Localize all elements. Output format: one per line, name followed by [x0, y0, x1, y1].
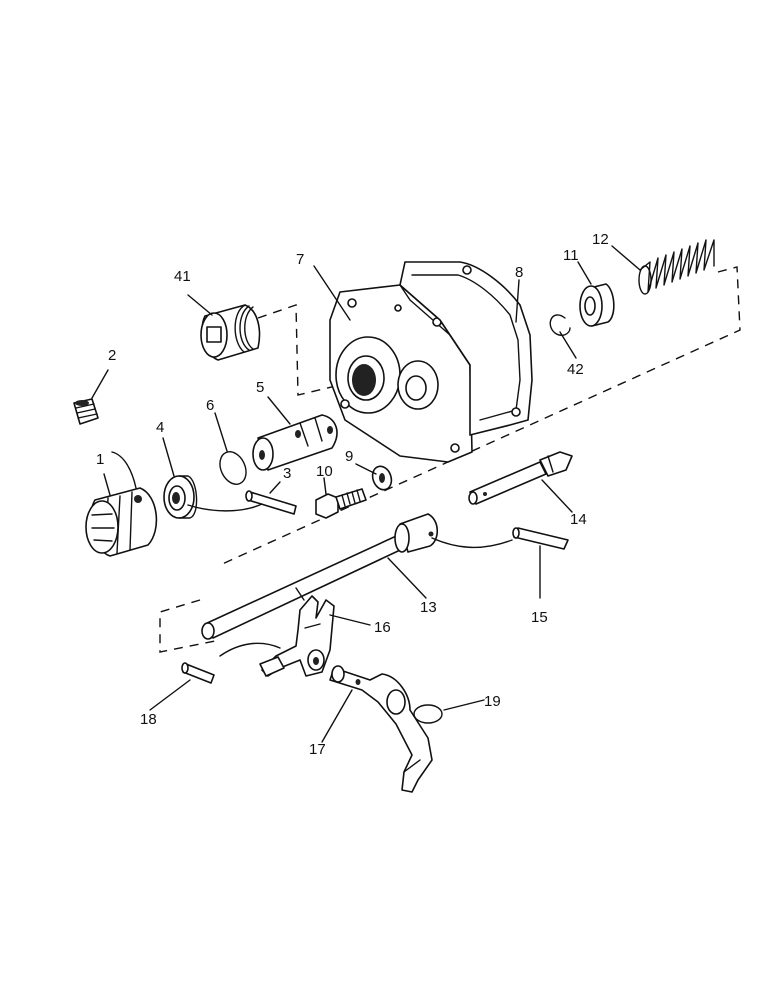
part-7-cover-plate	[329, 284, 473, 463]
part-17-lever	[329, 665, 433, 793]
callout-3: 3	[283, 465, 291, 482]
part-13-selector-rod	[201, 513, 439, 640]
part-12-spring	[638, 239, 715, 295]
callout-2: 2	[108, 347, 116, 364]
callout-1: 1	[96, 451, 104, 468]
leader-lines	[91, 245, 641, 743]
callout-15: 15	[531, 609, 548, 626]
callout-41: 41	[174, 268, 191, 285]
callout-16: 16	[374, 619, 391, 636]
callout-5: 5	[256, 379, 264, 396]
part-3-key	[245, 490, 297, 515]
callout-14: 14	[570, 511, 587, 528]
part-1-knob	[85, 487, 158, 557]
assembly-dashed-outline-lower	[159, 599, 221, 653]
callout-18: 18	[140, 711, 157, 728]
callout-6: 6	[206, 397, 214, 414]
part-19-o-ring	[413, 704, 443, 724]
callout-12: 12	[592, 231, 609, 248]
part-10-bolt	[315, 488, 367, 519]
callout-11: 11	[563, 247, 579, 264]
part-9-washer	[371, 465, 393, 491]
part-6-o-ring	[219, 451, 247, 485]
part-2-set-screw	[73, 398, 99, 425]
callout-17: 17	[309, 741, 326, 758]
assembly-dashed-outline-upper	[257, 304, 341, 396]
callout-labels: 1 2 3 4 5 6 7 8 9 10 11 12 13 14 15 16 1…	[96, 231, 609, 758]
callout-4: 4	[156, 419, 164, 436]
part-5-sleeve	[252, 414, 338, 471]
callout-42: 42	[567, 361, 584, 378]
part-18-roll-pin	[181, 662, 215, 684]
assembly-dashed-outline-right	[219, 266, 741, 566]
callout-13: 13	[420, 599, 437, 616]
part-11-bushing	[579, 283, 615, 327]
part-42-circlip	[549, 314, 571, 336]
part-15-key	[512, 527, 569, 550]
callout-7: 7	[296, 251, 304, 268]
part-4-bearing	[163, 475, 198, 519]
part-8-gasket	[399, 261, 533, 436]
part-14-pin-shaft	[468, 451, 573, 505]
callout-19: 19	[484, 693, 501, 710]
callout-9: 9	[345, 448, 353, 465]
part-16-fork	[259, 595, 335, 677]
callout-8: 8	[515, 264, 523, 281]
part-41-plug	[200, 304, 261, 361]
callout-10: 10	[316, 463, 333, 480]
